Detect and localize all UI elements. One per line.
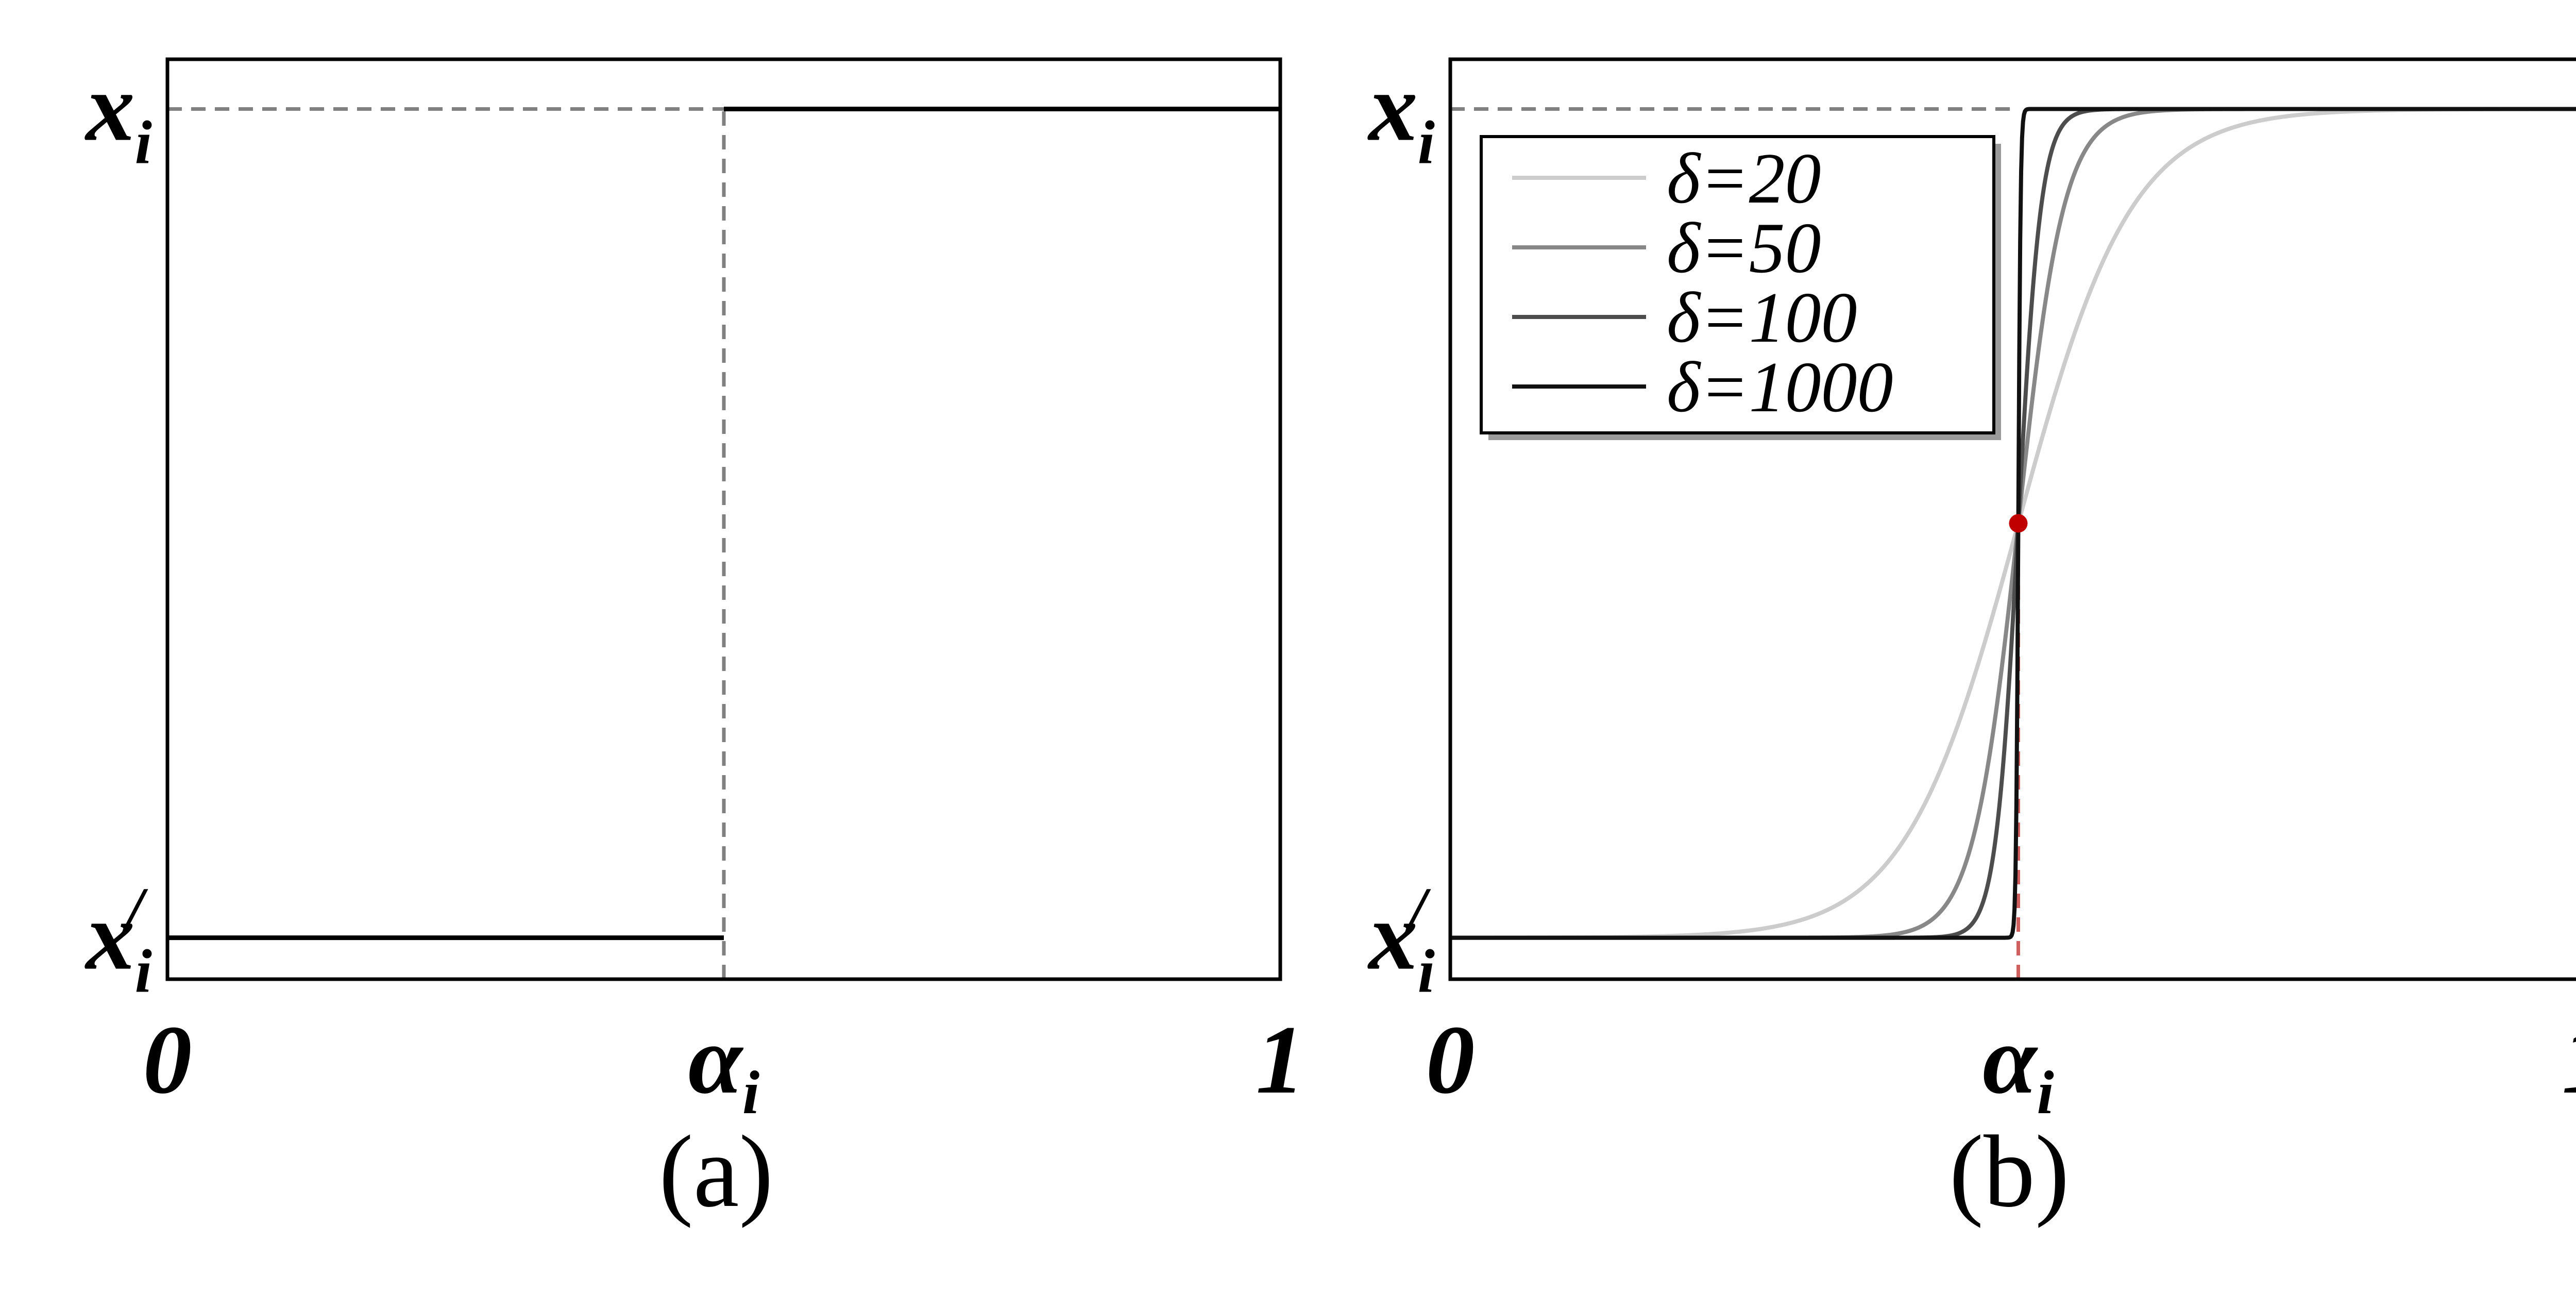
panel-b-x-tick-label: αi — [1982, 1006, 2054, 1127]
panel-a-y-tick-sub: i — [135, 108, 152, 176]
panel-b-midpoint-marker — [2009, 514, 2028, 533]
panel-a-y-tick-sub: i — [135, 937, 152, 1005]
panel-b-x-tick-sub: i — [2037, 1058, 2054, 1127]
panel-b-y-tick-label: xi/ — [1367, 875, 1435, 1005]
panel-b-x-tick-label: 0 — [1426, 1006, 1475, 1114]
panel-b-legend-label: δ=50 — [1667, 208, 1821, 288]
panel-b-y-tick-sub: i — [1418, 937, 1435, 1005]
panel-b-legend-label: δ=1000 — [1667, 347, 1893, 427]
panel-a-caption: (a) — [659, 1115, 773, 1229]
panel-b-y-tick-sub: i — [1418, 108, 1435, 176]
panel-b-legend-box — [1480, 135, 1995, 434]
panel-b-x-tick-label: 1 — [2562, 1006, 2576, 1114]
panel-a-x-tick-label: 1 — [1256, 1006, 1305, 1114]
panel-b-legend-label: δ=100 — [1667, 278, 1857, 358]
panel-a-x-tick-sub: i — [742, 1058, 759, 1127]
panel-a-x-tick-label: 0 — [143, 1006, 192, 1114]
panel-b-axes-frame — [1448, 57, 2576, 981]
panel-b-caption: (b) — [1949, 1115, 2069, 1229]
panel-a-y-tick-label: xi/ — [84, 875, 152, 1005]
panel-a-axes-frame — [165, 57, 1282, 981]
panel-b-legend-label: δ=20 — [1667, 139, 1821, 219]
